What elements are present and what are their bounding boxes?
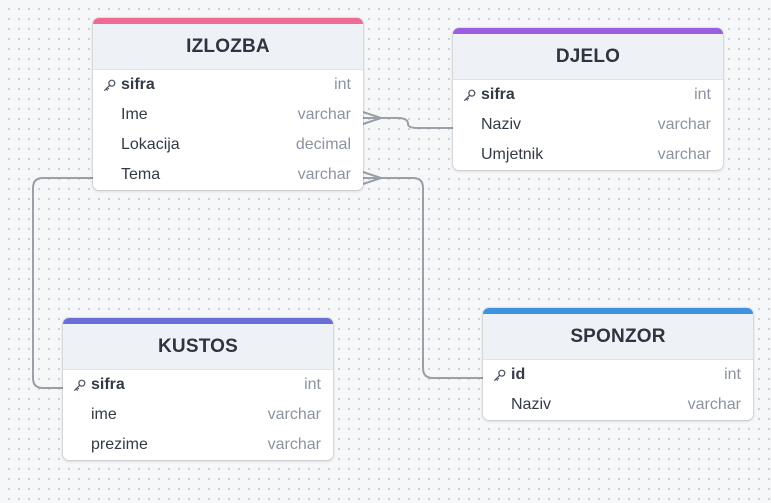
field-row-prezime[interactable]: prezime varchar	[63, 430, 333, 460]
field-name: sifra	[481, 86, 515, 103]
field-row-sifra[interactable]: sifra int	[93, 70, 363, 100]
field-name: ime	[91, 406, 117, 423]
field-row-ime[interactable]: ime varchar	[63, 400, 333, 430]
field-type: int	[334, 76, 351, 93]
key-icon	[494, 369, 506, 381]
table-header[interactable]: SPONZOR	[483, 308, 753, 360]
table-djelo[interactable]: DJELO sifra int Naziv varchar Umjetnik v…	[453, 28, 723, 170]
field-row-umjetnik[interactable]: Umjetnik varchar	[453, 140, 723, 170]
field-type: varchar	[657, 146, 711, 163]
field-name: id	[511, 366, 526, 383]
field-name: Lokacija	[121, 136, 180, 153]
field-type: varchar	[267, 406, 321, 423]
key-icon	[104, 79, 116, 91]
field-type: varchar	[657, 116, 711, 133]
field-row-sifra[interactable]: sifra int	[63, 370, 333, 400]
field-type: int	[304, 376, 321, 393]
field-type: varchar	[687, 396, 741, 413]
field-type: varchar	[297, 106, 351, 123]
crowfoot-izlozba-ime	[362, 111, 382, 125]
key-icon	[74, 379, 86, 391]
table-header[interactable]: IZLOZBA	[93, 18, 363, 70]
field-type: int	[724, 366, 741, 383]
connector-izlozba-sponzor[interactable]	[363, 177, 483, 379]
table-header[interactable]: DJELO	[453, 28, 723, 80]
connector-izlozba-kustos[interactable]	[32, 177, 93, 389]
field-type: varchar	[267, 436, 321, 453]
field-type: decimal	[295, 136, 351, 153]
field-name: sifra	[121, 76, 155, 93]
table-kustos[interactable]: KUSTOS sifra int ime varchar prezime var…	[63, 318, 333, 460]
field-name: sifra	[91, 376, 125, 393]
field-type: varchar	[297, 166, 351, 183]
field-name: Ime	[121, 106, 148, 123]
field-name: Naziv	[511, 396, 552, 413]
table-title: IZLOZBA	[186, 35, 270, 57]
field-type: int	[694, 86, 711, 103]
field-row-sifra[interactable]: sifra int	[453, 80, 723, 110]
field-row-tema[interactable]: Tema varchar	[93, 160, 363, 190]
field-name: Tema	[121, 166, 161, 183]
field-name: prezime	[91, 436, 148, 453]
table-title: KUSTOS	[157, 335, 239, 357]
table-header[interactable]: KUSTOS	[63, 318, 333, 370]
field-row-naziv[interactable]: Naziv varchar	[483, 390, 753, 420]
field-name: Naziv	[481, 116, 522, 133]
key-icon	[464, 89, 476, 101]
table-sponzor[interactable]: SPONZOR id int Naziv varchar	[483, 308, 753, 420]
field-row-ime[interactable]: Ime varchar	[93, 100, 363, 130]
table-title: DJELO	[555, 45, 621, 67]
table-izlozba[interactable]: IZLOZBA sifra int Ime varchar Lokacija d…	[93, 18, 363, 190]
crowfoot-izlozba-tema	[362, 171, 382, 185]
field-row-id[interactable]: id int	[483, 360, 753, 390]
field-name: Umjetnik	[481, 146, 544, 163]
field-row-naziv[interactable]: Naziv varchar	[453, 110, 723, 140]
field-row-lokacija[interactable]: Lokacija decimal	[93, 130, 363, 160]
table-title: SPONZOR	[570, 325, 666, 347]
connector-izlozba-djelo[interactable]	[363, 117, 453, 129]
